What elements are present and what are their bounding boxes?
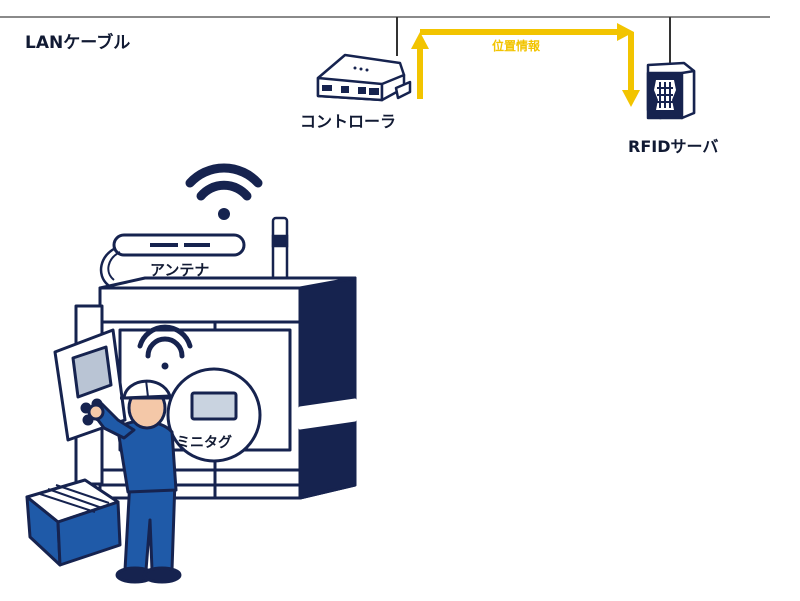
rfid-server-label: RFIDサーバ (628, 137, 719, 156)
signal-tower (271, 216, 289, 282)
mini-tag-label: ミニタグ (176, 435, 232, 451)
wifi-icon (137, 324, 193, 370)
wifi-icon (185, 163, 263, 220)
controller-label: コントローラ (300, 112, 397, 131)
worker-icon (87, 379, 182, 584)
position-info-arrow (411, 23, 640, 107)
controller-device-icon (316, 53, 412, 102)
mini-tag (166, 367, 262, 463)
antenna-label: アンテナ (150, 261, 210, 279)
toolbox-icon (25, 478, 122, 567)
lan-cable-label: LANケーブル (25, 33, 131, 53)
server-icon (646, 61, 696, 120)
position-info-label: 位置情報 (492, 39, 541, 53)
